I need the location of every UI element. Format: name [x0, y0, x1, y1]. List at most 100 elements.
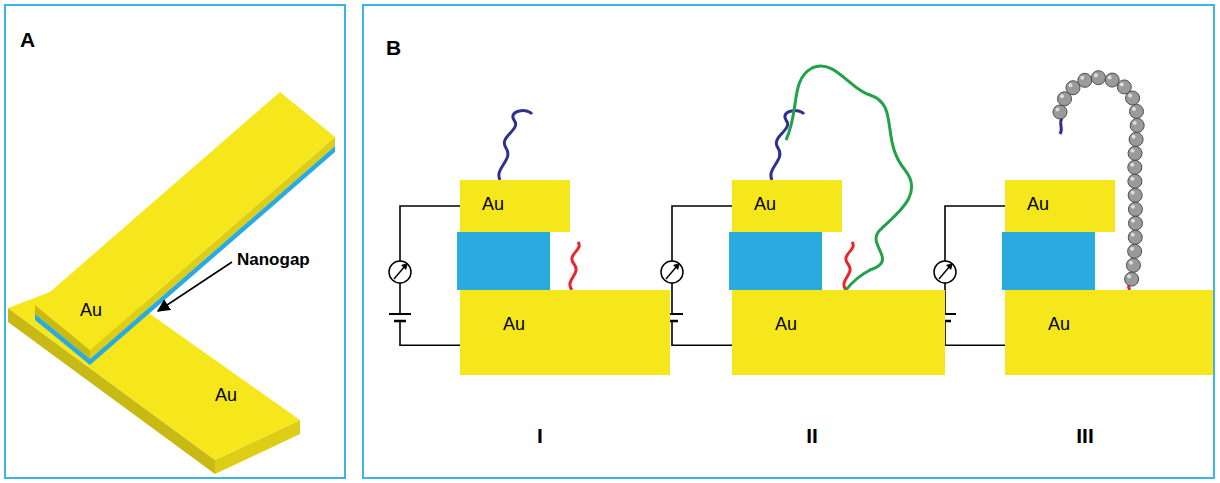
material-label: Au: [215, 385, 237, 406]
nanoparticle: [1128, 174, 1142, 188]
gold-electrode: Au: [732, 290, 945, 375]
highlight: [1060, 94, 1064, 98]
nanoparticle: [1129, 132, 1143, 146]
meter-needle: [394, 266, 405, 279]
highlight: [1131, 233, 1135, 237]
nanoparticle: [1053, 105, 1067, 119]
step-numeral: II: [806, 424, 818, 448]
insulator-block: [1002, 232, 1095, 290]
highlight: [1069, 83, 1073, 87]
gold-electrode: Au: [732, 180, 842, 232]
nanoparticle: [1128, 160, 1142, 174]
highlight: [1129, 261, 1133, 265]
nanoparticle: [1126, 91, 1140, 105]
meter-needle-head: [673, 263, 680, 270]
nanoparticle: [1128, 230, 1142, 244]
nanoparticle: [1078, 73, 1092, 87]
insulator-block: [729, 232, 822, 290]
meter-symbol: [661, 261, 683, 283]
nanoparticle: [1128, 230, 1142, 244]
nanoparticle: [1126, 258, 1140, 272]
insulator-block: [457, 232, 550, 290]
nanoparticle: [1128, 146, 1142, 160]
nanoparticle: [1126, 258, 1140, 272]
target-strand: [786, 66, 912, 290]
highlight: [1130, 177, 1134, 181]
nanoparticle: [1128, 244, 1142, 258]
probe-strand: [771, 111, 804, 180]
nanoparticle: [1053, 105, 1067, 119]
nanoparticle: [1128, 202, 1142, 216]
nanoparticle: [1129, 104, 1143, 118]
meter-needle: [666, 266, 677, 279]
highlight: [1130, 247, 1134, 251]
nanoparticle: [1126, 91, 1140, 105]
nanoparticle: [1091, 71, 1105, 85]
highlight: [1131, 219, 1135, 223]
nanoparticle: [1128, 216, 1142, 230]
gold-electrode: Au: [460, 180, 570, 232]
nanoparticle: [1129, 132, 1143, 146]
nanoparticle: [1130, 118, 1144, 132]
callout-label: Nanogap: [237, 250, 310, 270]
highlight: [1132, 135, 1136, 139]
nanoparticle-chain: [1053, 71, 1144, 286]
material-label: Au: [1048, 314, 1070, 335]
highlight: [1127, 275, 1131, 279]
nanoparticle: [1128, 188, 1142, 202]
meter-needle-head: [946, 263, 953, 270]
highlight: [1108, 76, 1112, 80]
battery-plate: [389, 313, 411, 315]
nanoparticle: [1128, 174, 1142, 188]
nanoparticle: [1128, 160, 1142, 174]
material-label: Au: [775, 314, 797, 335]
panel-letter: A: [20, 28, 35, 52]
highlight: [1131, 149, 1135, 153]
highlight: [1131, 205, 1135, 209]
panel-letter: B: [386, 36, 401, 60]
nanoparticle: [1091, 71, 1105, 85]
nanoparticle: [1128, 202, 1142, 216]
gold-bar: [35, 92, 335, 350]
step-numeral: III: [1076, 424, 1094, 448]
material-label: Au: [80, 300, 102, 321]
probe-strand: [499, 111, 532, 180]
material-label: Au: [482, 194, 504, 215]
highlight: [1131, 191, 1135, 195]
step-numeral: I: [537, 424, 543, 448]
highlight: [1120, 82, 1124, 86]
battery-plate: [394, 320, 406, 323]
meter-needle-head: [401, 263, 408, 270]
highlight: [1056, 108, 1060, 112]
nanoparticle: [1129, 104, 1143, 118]
material-label: Au: [1027, 194, 1049, 215]
nanoparticle: [1130, 118, 1144, 132]
gold-electrode: Au: [460, 290, 670, 375]
highlight: [1080, 76, 1084, 80]
highlight: [1132, 107, 1136, 111]
highlight: [1130, 163, 1134, 167]
meter-and-battery: [389, 261, 411, 321]
gold-electrode: Au: [1005, 290, 1213, 375]
meter-symbol: [389, 261, 411, 283]
highlight: [1133, 121, 1137, 125]
leader-arrow: [158, 262, 232, 311]
probe-strand: [1060, 118, 1062, 134]
nanoparticle: [1078, 73, 1092, 87]
meter-needle: [939, 266, 950, 279]
nanoparticle: [1125, 272, 1139, 286]
nanoparticle: [1128, 146, 1142, 160]
nanoparticle: [1128, 216, 1142, 230]
capture-strand: [570, 242, 579, 290]
panel-frame: BAuAuAuAuAuAu: [362, 4, 1215, 479]
gold-electrode: Au: [1005, 180, 1115, 232]
nanoparticle: [1125, 272, 1139, 286]
nanoparticle: [1128, 188, 1142, 202]
highlight: [1128, 94, 1132, 98]
meter-symbol: [934, 261, 956, 283]
material-label: Au: [754, 194, 776, 215]
material-label: Au: [503, 314, 525, 335]
